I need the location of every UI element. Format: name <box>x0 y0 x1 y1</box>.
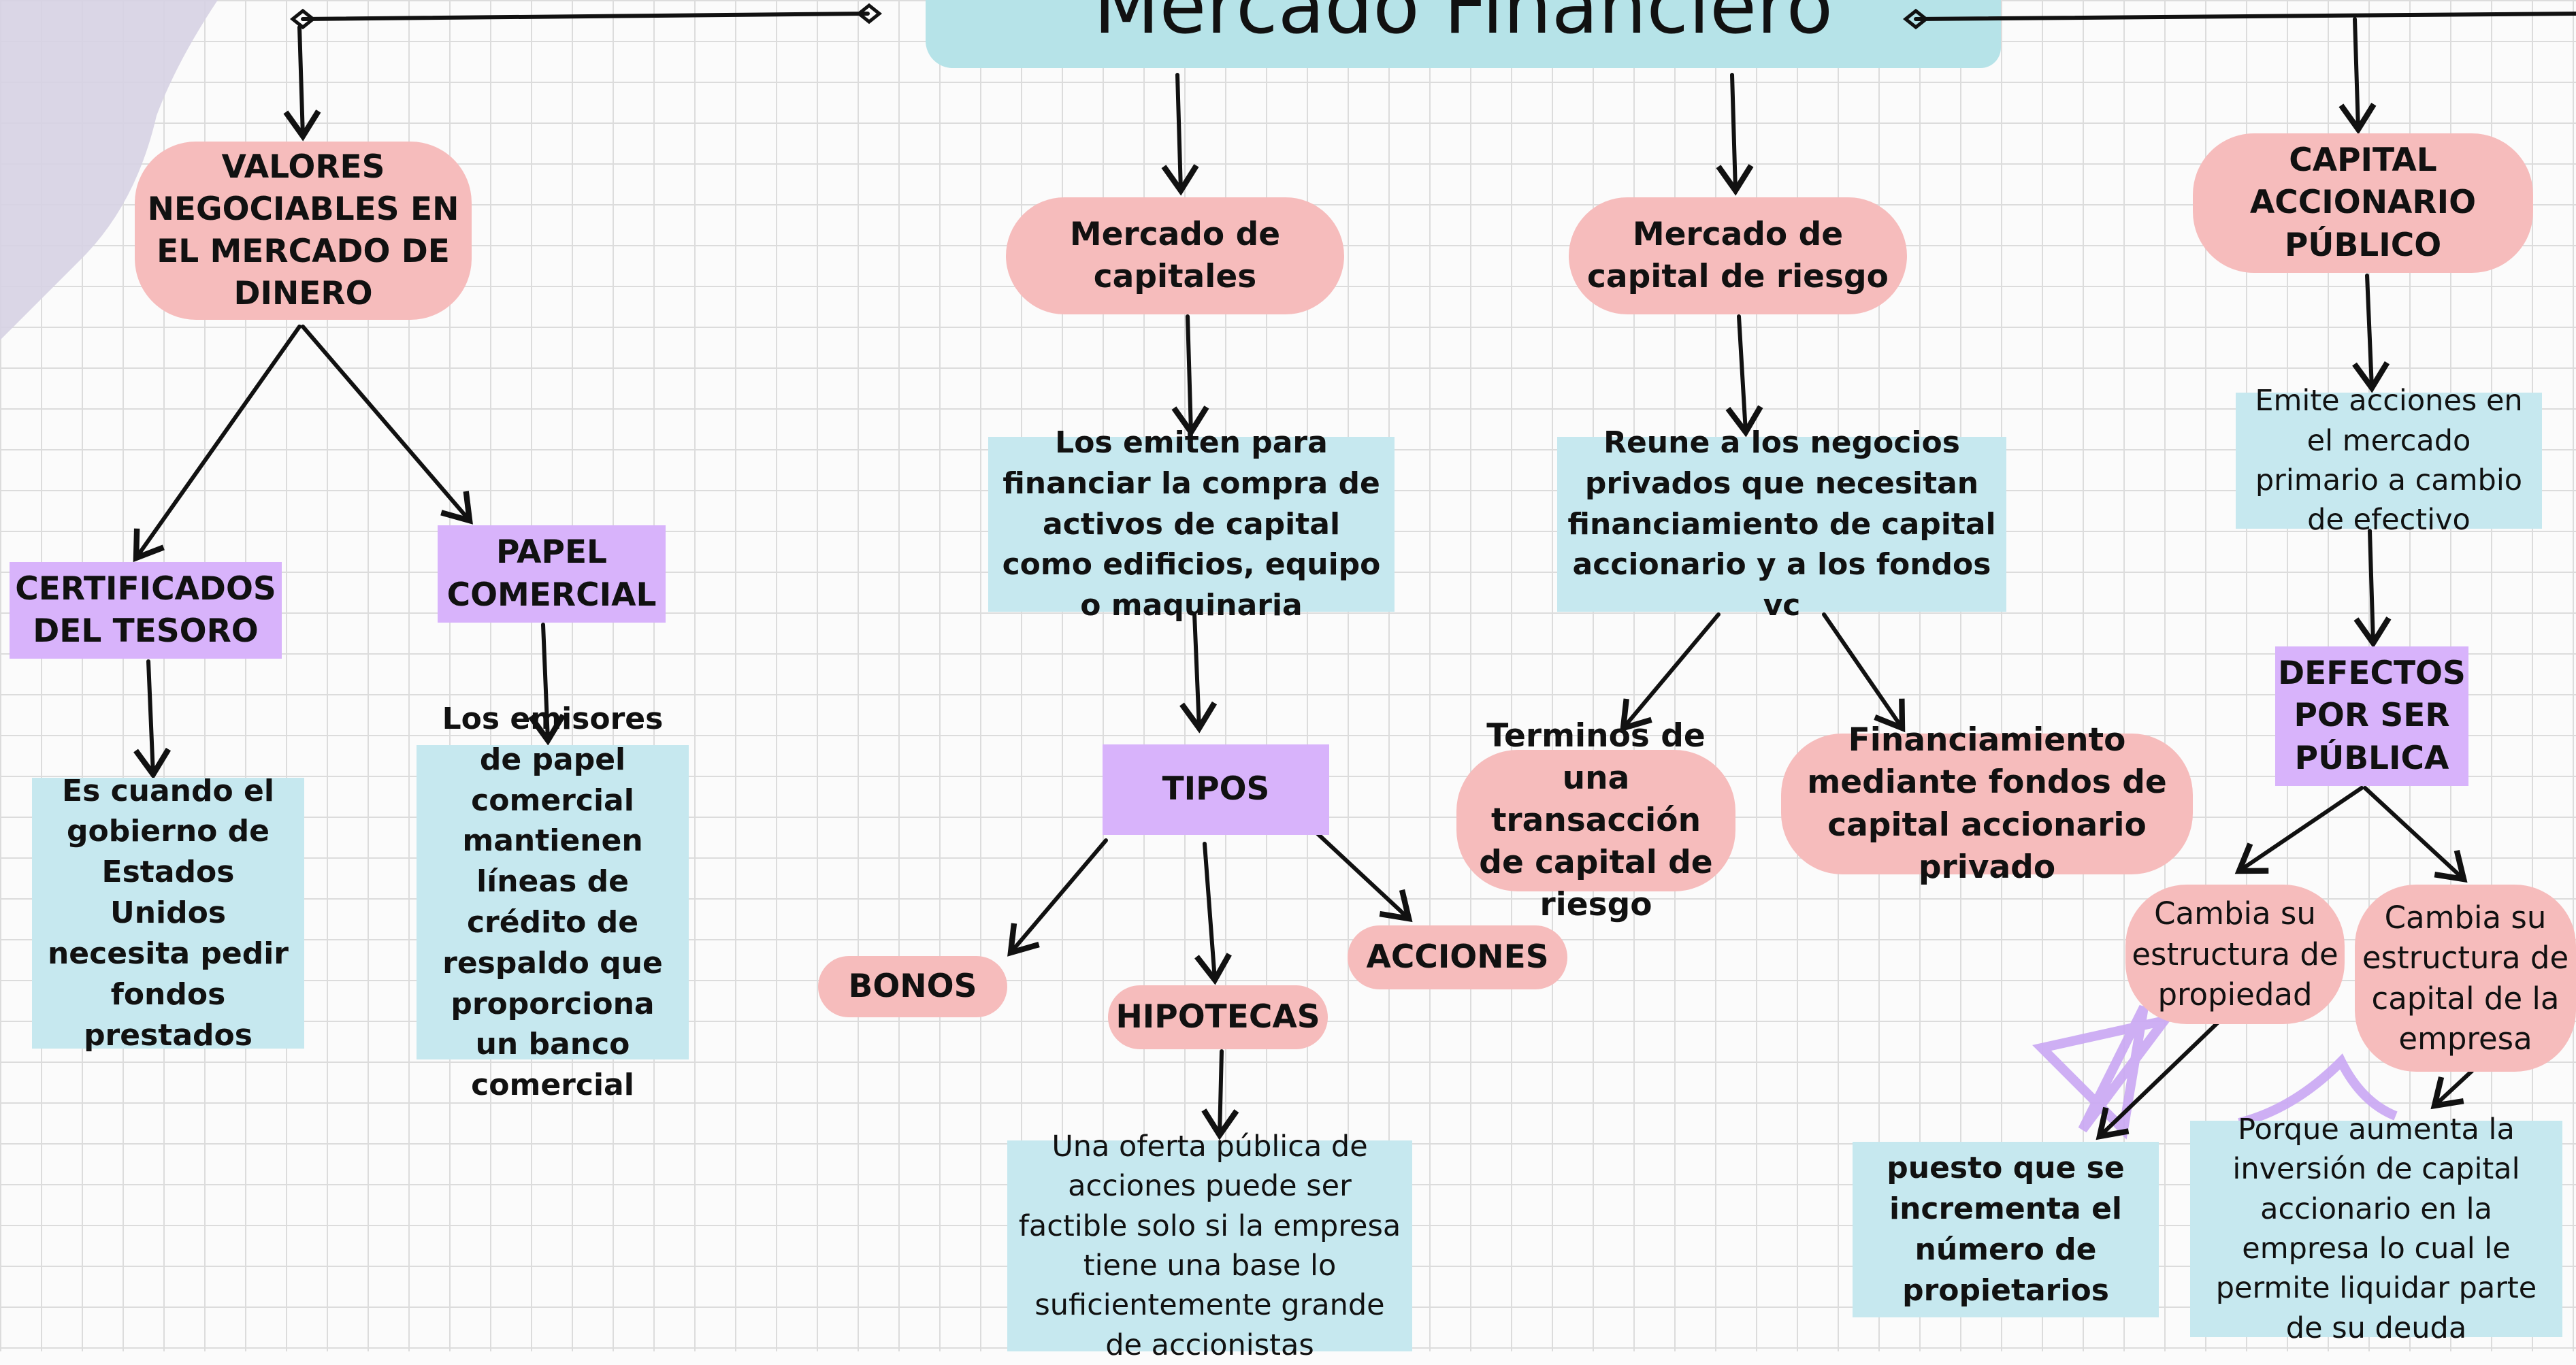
node-bonos: BONOS <box>818 956 1007 1017</box>
node-valores-negociables: VALORES NEGOCIABLES EN EL MERCADO DE DIN… <box>135 142 472 320</box>
node-tipos: TIPOS <box>1103 744 1329 835</box>
connector-diamond-icon <box>855 3 883 24</box>
arrow <box>1620 612 1721 732</box>
arrow <box>1725 314 1763 438</box>
connector-top-left <box>301 12 870 21</box>
arrow <box>1716 73 1754 196</box>
arrow <box>2338 17 2377 135</box>
arrow <box>133 659 172 780</box>
connector-diamond-icon <box>1902 8 1929 30</box>
node-acciones: ACCIONES <box>1348 925 1567 989</box>
arrow <box>1171 314 1209 438</box>
node-emisores-papel: Los emisores de papel comercial mantiene… <box>417 702 689 1102</box>
arrow <box>2352 274 2390 393</box>
arrow <box>2234 786 2364 874</box>
arrow <box>2363 786 2468 883</box>
node-hipotecas: HIPOTECAS <box>1108 985 1328 1049</box>
node-defectos-publica: DEFECTOS POR SER PÚBLICA <box>2275 646 2468 786</box>
node-mercado-capitales: Mercado de capitales <box>1006 197 1344 314</box>
paper-scrap-decoration <box>0 0 218 340</box>
node-oferta-publica: Una oferta pública de acciones puede ser… <box>1007 1130 1412 1362</box>
arrow <box>1194 842 1232 985</box>
arrow <box>1179 612 1218 734</box>
arrow <box>528 623 566 746</box>
arrow <box>283 25 321 142</box>
node-financiamiento-privado: Financiamiento mediante fondos de capita… <box>1781 721 2193 886</box>
node-capital-accionario-publico: CAPITAL ACCIONARIO PÚBLICO <box>2193 133 2533 273</box>
arrow <box>2353 529 2392 648</box>
arrow <box>1201 1049 1239 1140</box>
arrow <box>1822 612 1906 733</box>
arrow <box>2430 1069 2474 1110</box>
node-terminos: Terminos de una transacción de capital d… <box>1456 717 1735 923</box>
node-puesto-que: puesto que se incrementa el número de pr… <box>1853 1142 2159 1317</box>
node-los-emiten: Los emiten para financiar la compra de a… <box>988 425 1395 623</box>
arrow <box>133 325 301 563</box>
node-mercado-capital-riesgo: Mercado de capital de riesgo <box>1569 197 1907 314</box>
node-emite-acciones: Emite acciones en el mercado primario a … <box>2236 384 2542 537</box>
arrow <box>1308 825 1413 923</box>
node-certificados-tesoro: CERTIFICADOS DEL TESORO <box>10 562 282 659</box>
node-reune: Reune a los negocios privados que necesi… <box>1557 425 2006 623</box>
title-brush-stroke <box>926 0 2001 68</box>
arrow <box>1161 73 1199 196</box>
arrow <box>2096 1013 2228 1140</box>
arrow <box>301 325 473 525</box>
connector-top-right <box>1914 12 2576 21</box>
node-papel-comercial: PAPEL COMERCIAL <box>438 525 666 623</box>
node-es-cuando: Es cuando el gobierno de Estados Unidos … <box>32 774 304 1053</box>
node-cambia-capital: Cambia su estructura de capital de la em… <box>2355 885 2576 1072</box>
connector-diamond-icon <box>289 8 316 30</box>
node-cambia-propiedad: Cambia su estructura de propiedad <box>2125 885 2345 1024</box>
arrow <box>1007 838 1108 957</box>
diagram-title: Mercado Financiero <box>1093 0 1833 51</box>
node-porque-aumenta: Porque aumenta la inversión de capital a… <box>2190 1113 2562 1345</box>
